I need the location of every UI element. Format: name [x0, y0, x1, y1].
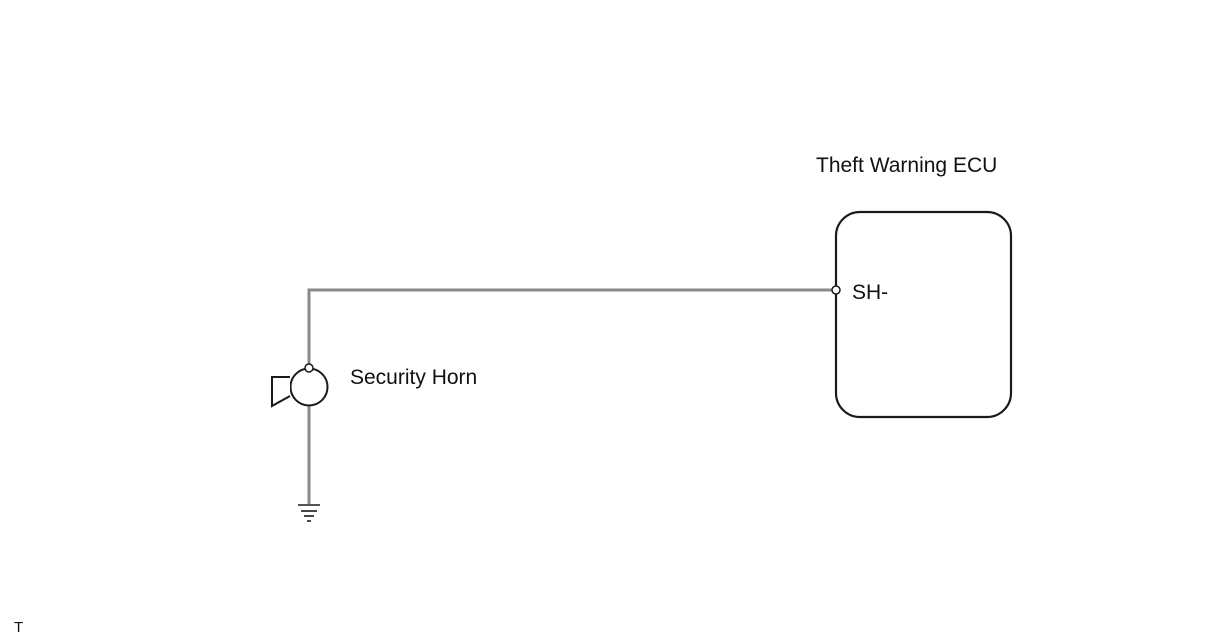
ecu-box	[834, 210, 1013, 419]
ecu-pin-label: SH-	[852, 281, 888, 304]
signal-wire	[307, 288, 832, 368]
horn-terminal	[304, 363, 314, 373]
horn-label: Security Horn	[350, 366, 477, 389]
ecu-pin-terminal	[831, 285, 841, 295]
ecu-title: Theft Warning ECU	[816, 154, 997, 177]
horn-icon	[271, 367, 329, 408]
ground-icon	[298, 504, 320, 522]
corner-mark: T	[14, 619, 23, 636]
